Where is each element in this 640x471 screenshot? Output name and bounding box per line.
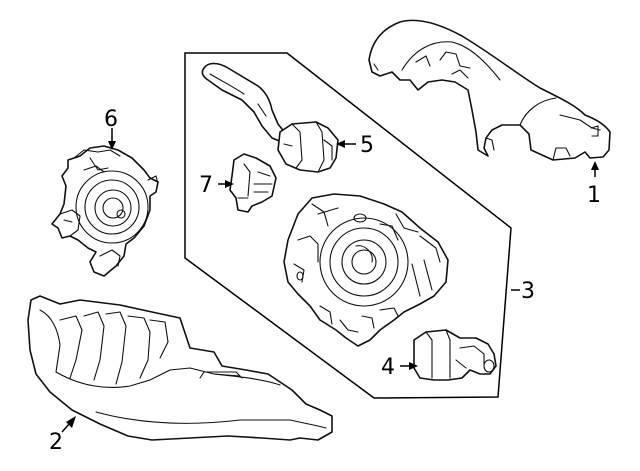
part-5-lever-switch <box>201 62 339 173</box>
callout-1-label: 1 <box>587 183 601 208</box>
assembly-group-frame <box>184 52 512 399</box>
callout-6-leader <box>108 128 116 150</box>
part-1-upper-column-cover <box>368 19 611 161</box>
callout-2-label: 2 <box>49 430 63 455</box>
part-4-sensor-switch <box>413 329 497 381</box>
part-3-column-control-module <box>283 193 449 347</box>
callout-7-label: 7 <box>199 173 213 198</box>
callout-4-label: 4 <box>381 355 395 380</box>
callout-1-leader <box>591 161 599 177</box>
callout-5-label: 5 <box>360 133 374 158</box>
callout-3-label: 3 <box>521 279 535 304</box>
callout-7-leader <box>218 180 234 188</box>
callout-4-leader <box>400 362 418 370</box>
callout-6-label: 6 <box>104 107 118 132</box>
part-6-clockspring <box>51 145 159 277</box>
part-2-lower-column-cover <box>27 295 333 441</box>
part-7-switch-module <box>229 153 277 213</box>
callout-5-leader <box>336 140 356 148</box>
callout-2-leader <box>61 416 76 433</box>
